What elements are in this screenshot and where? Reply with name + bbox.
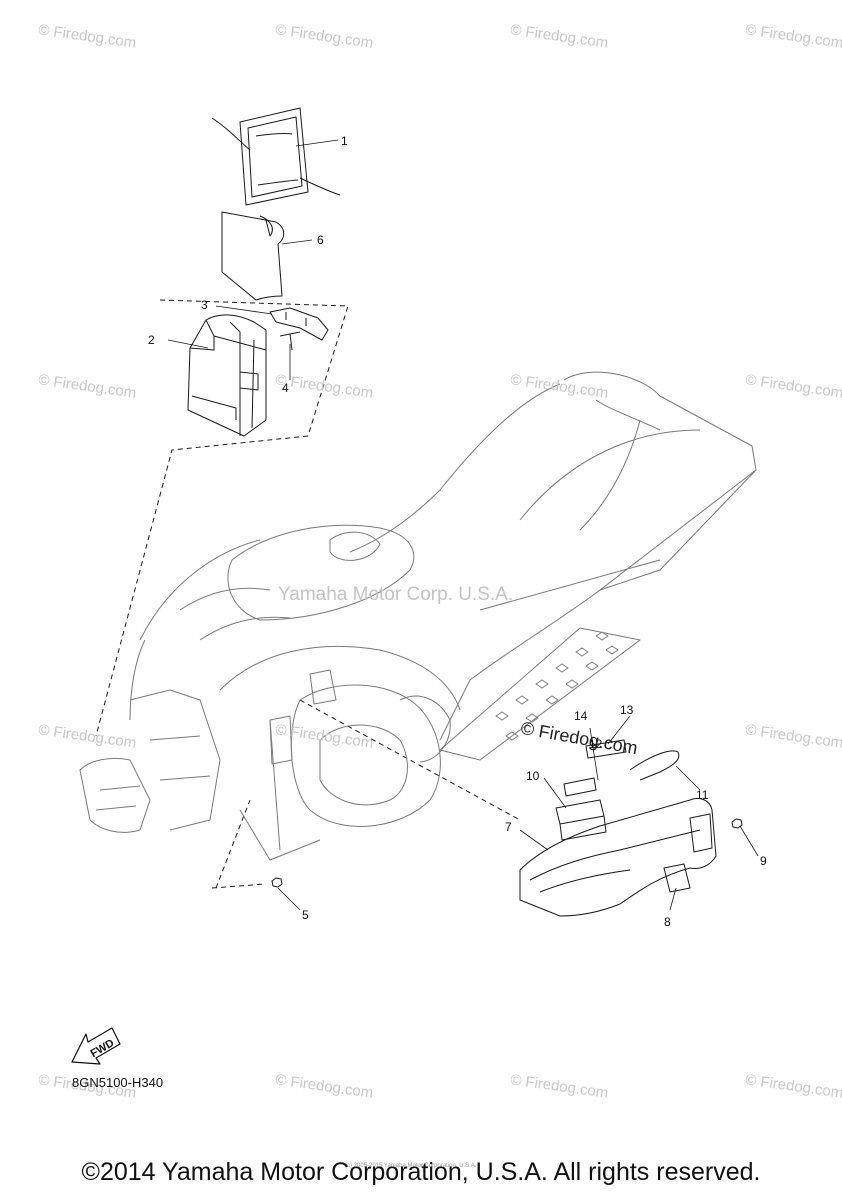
callout-7: 7 [505,820,512,834]
part-11-handle [629,750,680,781]
callout-1: 1 [341,134,348,148]
part-13-plate [585,739,627,759]
part-2-battery [187,314,267,437]
part-4-bolt [279,331,301,351]
part-10-block [555,799,607,841]
part-14-plate [563,777,597,797]
copyright-footer: ©2014 Yamaha Motor Corporation, U.S.A. A… [81,1158,761,1186]
assembly-dash-lines [95,299,521,889]
tiny-copyright: (c) 2005-2015 Yamaha Motor Corporation, … [345,1163,477,1169]
snowmobile-body [79,371,757,861]
part-7-rear-flap [519,797,717,917]
callout-14: 14 [574,709,588,723]
footrest-plate [439,627,641,761]
diagram-code: 8GN5100-H340 [72,1075,164,1090]
fwd-label: FWD [89,1037,117,1060]
callout-13: 13 [620,703,634,717]
callout-12: 12 [589,737,603,751]
callout-11: 11 [696,788,709,802]
leader-lines [167,139,759,911]
part-9-nut [731,818,743,829]
callout-8: 8 [664,915,671,929]
callout-2: 2 [148,333,155,347]
part-5-nut [271,877,283,888]
callout-10: 10 [526,769,540,783]
callout-9: 9 [760,854,767,868]
part-1-frame [211,107,341,206]
callout-5: 5 [302,908,309,922]
center-watermark: Yamaha Motor Corp. U.S.A. [278,584,514,605]
part-3-bracket [269,307,329,341]
part-6-sheet [221,211,285,301]
callout-4: 4 [282,381,289,395]
part-8-plate [663,863,691,893]
callout-6: 6 [317,233,324,247]
fwd-arrow [71,1027,121,1065]
callout-3: 3 [201,298,208,312]
grip-diamonds [495,631,619,741]
